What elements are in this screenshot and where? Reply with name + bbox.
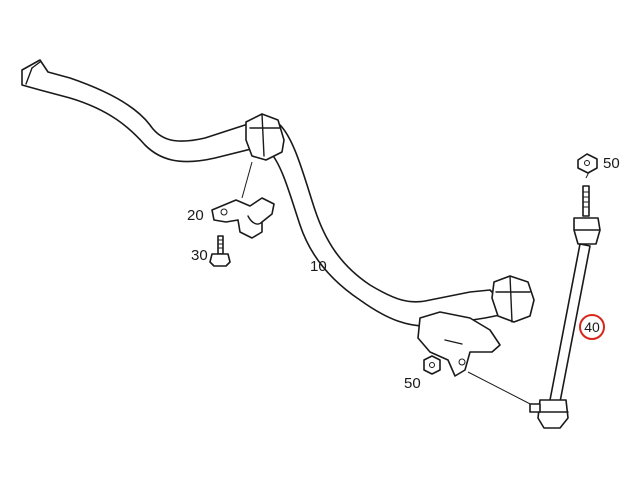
callout-50-lower[interactable]: 50 xyxy=(404,375,421,392)
callout-50-upper[interactable]: 50 xyxy=(603,155,620,172)
callout-10[interactable]: 10 xyxy=(310,258,327,275)
callout-30[interactable]: 30 xyxy=(191,247,208,264)
callout-40[interactable]: 40 xyxy=(579,314,605,340)
callout-20[interactable]: 20 xyxy=(187,207,204,224)
stabilizer-link[interactable] xyxy=(529,185,601,429)
bar-bushing-right[interactable] xyxy=(491,275,535,323)
nut-upper[interactable] xyxy=(577,153,598,174)
bolt[interactable] xyxy=(209,235,231,267)
bar-bushing-left[interactable] xyxy=(245,113,285,161)
mounting-clamp-right[interactable] xyxy=(417,311,501,377)
nut-lower[interactable] xyxy=(423,355,441,375)
clamp-bracket[interactable] xyxy=(211,197,275,239)
stabilizer-bar[interactable] xyxy=(21,59,501,327)
